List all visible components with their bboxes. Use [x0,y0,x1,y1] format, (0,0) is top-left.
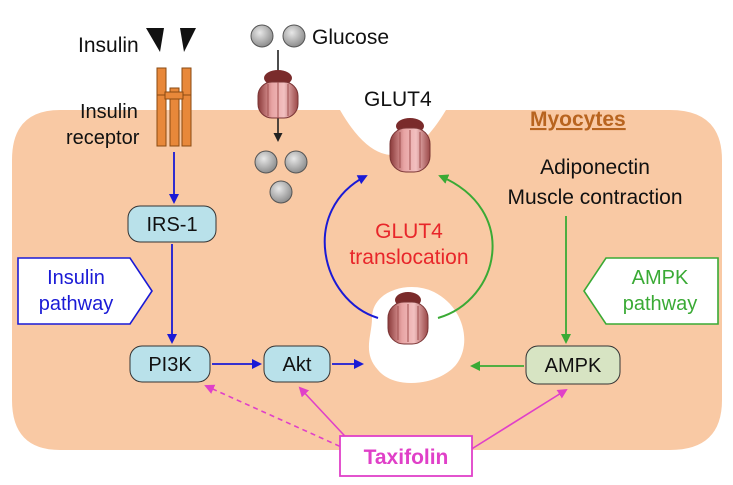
glucose-label: Glucose [312,26,389,49]
stimulus-muscle-contraction-label: Muscle contraction [507,186,682,209]
insulin-label: Insulin [78,34,139,57]
insulin-receptor-label-line2: receptor [66,127,140,149]
insulin-pathway-label-line2: pathway [39,293,114,315]
pi3k-node [129,345,211,383]
ampk-pathway-tag [583,257,719,325]
insulin-receptor-icon [156,67,192,147]
glut4-top-label: GLUT4 [364,88,432,111]
glucose-transporter-icon [257,70,299,119]
irs1-node [127,205,217,243]
insulin-pathway-tag [17,257,153,325]
insulin-ligand-icon [146,28,164,52]
translocation-arrow-insulin [323,175,379,319]
ampk-node [525,345,621,385]
glucose-molecule-icon [282,24,306,48]
pi3k-label: PI3K [148,354,192,376]
insulin-pathway-label-line1: Insulin [47,267,105,289]
glucose-molecule-icon [269,180,293,204]
glucose-molecule-icon [250,24,274,48]
insulin-receptor-label-line1: Insulin [80,101,138,123]
glut4-translocation-label-line1: GLUT4 [375,220,443,243]
ampk-label: AMPK [545,355,602,377]
myocytes-label: Myocytes [530,108,626,131]
glut4-translocation-label-line2: translocation [349,246,468,269]
glucose-molecule-icon [254,150,278,174]
translocation-arrow-ampk [437,174,494,319]
taxifolin-to-pi3k-arrow [204,384,349,451]
ampk-pathway-label-line1: AMPK [632,267,689,289]
insulin-ligand-icon [180,28,196,52]
glut4-transporter-vesicle-icon [387,292,429,345]
taxifolin-box [339,435,473,477]
ampk-pathway-label-line2: pathway [623,293,698,315]
taxifolin-label: Taxifolin [364,446,449,469]
irs1-label: IRS-1 [146,214,197,236]
stimulus-adiponectin-label: Adiponectin [540,156,650,179]
glut4-transporter-top-icon [389,118,431,173]
taxifolin-to-ampk-arrow [469,388,568,451]
glucose-molecule-icon [284,150,308,174]
akt-label: Akt [283,354,312,376]
akt-node [263,345,331,383]
